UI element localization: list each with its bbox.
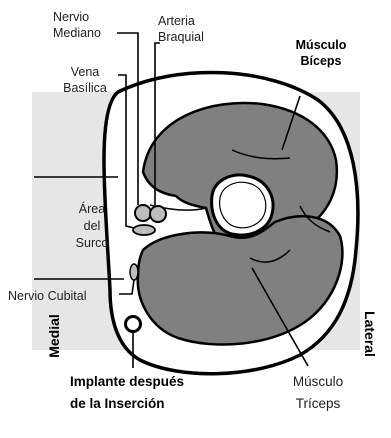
label-nervio-mediano: Nervio Mediano [53, 9, 101, 41]
brachial-artery-circle [150, 206, 166, 222]
label-lateral: Lateral [362, 311, 378, 357]
ulnar-nerve-shape [130, 264, 138, 280]
humerus-bone [212, 175, 273, 235]
label-nervio-cubital: Nervio Cubital [8, 288, 87, 304]
label-area-surco: Área del Surco [62, 201, 122, 252]
label-arteria-braquial: Arteria Braquial [158, 13, 204, 45]
label-medial: Medial [46, 314, 62, 358]
label-musculo-triceps: Músculo Tríceps [278, 371, 358, 415]
label-implante: Implante después de la Inserción [70, 371, 184, 415]
label-musculo-biceps: Músculo Bíceps [282, 37, 360, 69]
implant-circle [126, 317, 141, 332]
median-nerve-circle [135, 205, 151, 221]
label-vena-basilica: Vena Basílica [55, 64, 115, 96]
basilic-vein-shape [133, 225, 155, 235]
